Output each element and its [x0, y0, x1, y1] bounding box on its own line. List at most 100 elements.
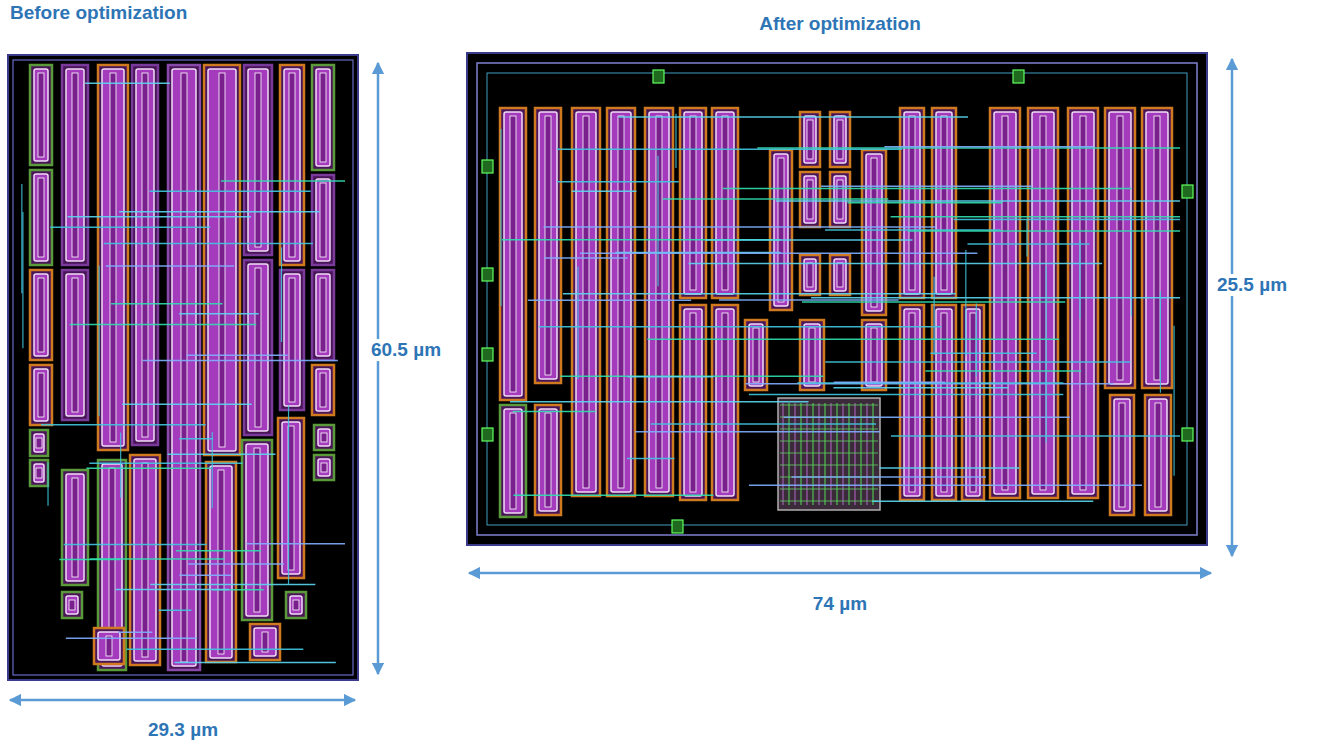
diffusion-outline	[30, 460, 48, 486]
diffusion-outline	[30, 65, 52, 165]
diffusion-outline	[1105, 108, 1135, 388]
gate-finger	[316, 69, 330, 166]
pin-pad	[1182, 185, 1193, 198]
contact-strip	[510, 116, 516, 392]
contact-strip	[254, 448, 260, 612]
metal-wire	[557, 181, 679, 183]
contact-strip	[1002, 116, 1008, 490]
gate-finger	[34, 369, 48, 421]
diffusion-outline	[314, 425, 334, 450]
contact-strip	[320, 183, 326, 257]
metal-via-wire	[281, 247, 282, 342]
gate-finger	[102, 69, 124, 446]
gate-finger	[316, 274, 330, 356]
contact-strip	[583, 116, 589, 488]
contact-strip	[219, 73, 225, 447]
contact-strip	[142, 463, 148, 657]
dimension-label: 74 µm	[813, 593, 867, 615]
contact-strip	[807, 263, 813, 287]
diffusion-outline	[312, 65, 334, 170]
metal-wire	[627, 458, 674, 460]
contact-strip	[181, 73, 187, 662]
diffusion-outline	[314, 455, 334, 480]
metal-wire	[126, 648, 303, 650]
metal-via-wire	[288, 405, 289, 585]
diffusion-outline	[242, 440, 272, 620]
capacitor-finger	[788, 403, 789, 505]
layout-boundary	[477, 63, 1197, 535]
metal-wire	[954, 219, 1180, 221]
gate-finger	[208, 69, 236, 451]
diffusion-outline	[130, 455, 160, 665]
diffusion-outline	[862, 150, 886, 315]
capacitor-finger	[872, 403, 873, 505]
metal-wire	[749, 484, 1142, 486]
gate-finger	[774, 154, 788, 306]
diffusion-outline	[800, 320, 824, 390]
metal-wire	[85, 82, 170, 84]
capacitor-bus	[780, 489, 878, 490]
diffusion-outline	[280, 270, 304, 410]
metal-wire	[50, 227, 210, 229]
contact-strip	[837, 263, 843, 287]
metal-wire	[635, 431, 880, 433]
metal-wire	[967, 243, 1089, 245]
metal-wire	[115, 589, 229, 591]
metal-wire	[188, 563, 284, 565]
pin-pad	[482, 160, 493, 173]
contact-strip	[218, 470, 224, 654]
diffusion-outline	[1028, 108, 1058, 498]
metal-wire	[891, 216, 1180, 218]
contact-strip	[38, 178, 44, 257]
metal-wire	[246, 543, 345, 545]
metal-via-wire	[657, 156, 658, 286]
pin-pad	[482, 428, 493, 441]
contact-strip	[1154, 116, 1160, 380]
diffusion-outline	[244, 260, 272, 435]
metal-via-wire	[212, 432, 213, 508]
gate-finger	[98, 632, 120, 660]
diffusion-outline	[800, 255, 820, 295]
layout-background	[467, 53, 1207, 545]
metal-wire	[179, 313, 259, 315]
metal-wire	[175, 662, 336, 664]
diffusion-outline	[62, 65, 88, 265]
metal-wire	[618, 116, 968, 118]
metal-via-wire	[500, 129, 501, 306]
contact-strip	[72, 278, 78, 412]
capacitor-bus	[780, 453, 878, 454]
gate-finger	[282, 422, 300, 574]
metal-wire	[119, 211, 319, 213]
capacitor-finger	[794, 403, 795, 505]
diffusion-outline	[312, 270, 334, 360]
metal-via-wire	[976, 303, 977, 376]
capacitor-finger	[848, 403, 849, 505]
metal-wire	[776, 200, 1180, 202]
after-layout	[467, 53, 1207, 545]
metal-wire	[745, 383, 1113, 385]
contact-strip	[320, 373, 326, 407]
contact-strip	[807, 120, 813, 159]
metal-wire	[510, 401, 809, 403]
contact-strip	[320, 278, 326, 352]
contact-strip	[293, 600, 299, 610]
capacitor-finger	[854, 403, 855, 505]
contact-strip	[545, 413, 551, 507]
metal-wire	[705, 239, 912, 241]
diffusion-outline	[30, 270, 52, 360]
metal-wire	[176, 550, 261, 552]
metal-wire	[723, 188, 1131, 190]
layout-boundary	[13, 60, 353, 675]
diffusion-outline	[62, 592, 82, 618]
pin-pad	[1182, 428, 1193, 441]
metal-via-wire	[98, 266, 99, 417]
gate-finger	[866, 154, 882, 311]
contact-strip	[36, 468, 42, 478]
metal-wire	[628, 376, 714, 378]
gate-finger	[504, 409, 522, 513]
metal-wire	[149, 191, 310, 193]
capacitor-finger	[812, 403, 813, 505]
contact-strip	[837, 120, 843, 159]
metal-wire	[159, 609, 192, 611]
